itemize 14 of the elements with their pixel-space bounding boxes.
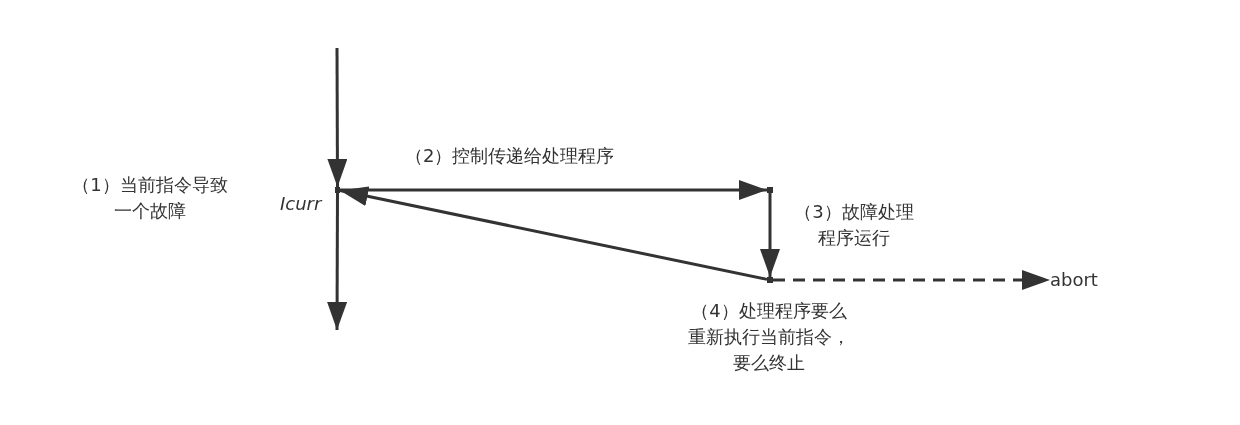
arrow [327,193,348,330]
arrow [340,180,767,200]
junction-point [767,277,773,283]
junction-point [767,187,773,193]
step-note: （1）当前指令导致一个故障 [71,173,229,223]
arrow [760,193,780,277]
edge-label: （3）故障处理程序运行 [793,200,915,250]
point-caption: （4）处理程序要么重新执行当前指令，要么终止 [687,299,851,375]
end-label: abort [1050,268,1120,292]
edge-label: （2）控制传递给处理程序 [405,144,616,168]
arrow [327,48,348,187]
arrow [339,186,768,281]
point-caption: Icurr [280,192,322,216]
arrow [773,270,1050,290]
